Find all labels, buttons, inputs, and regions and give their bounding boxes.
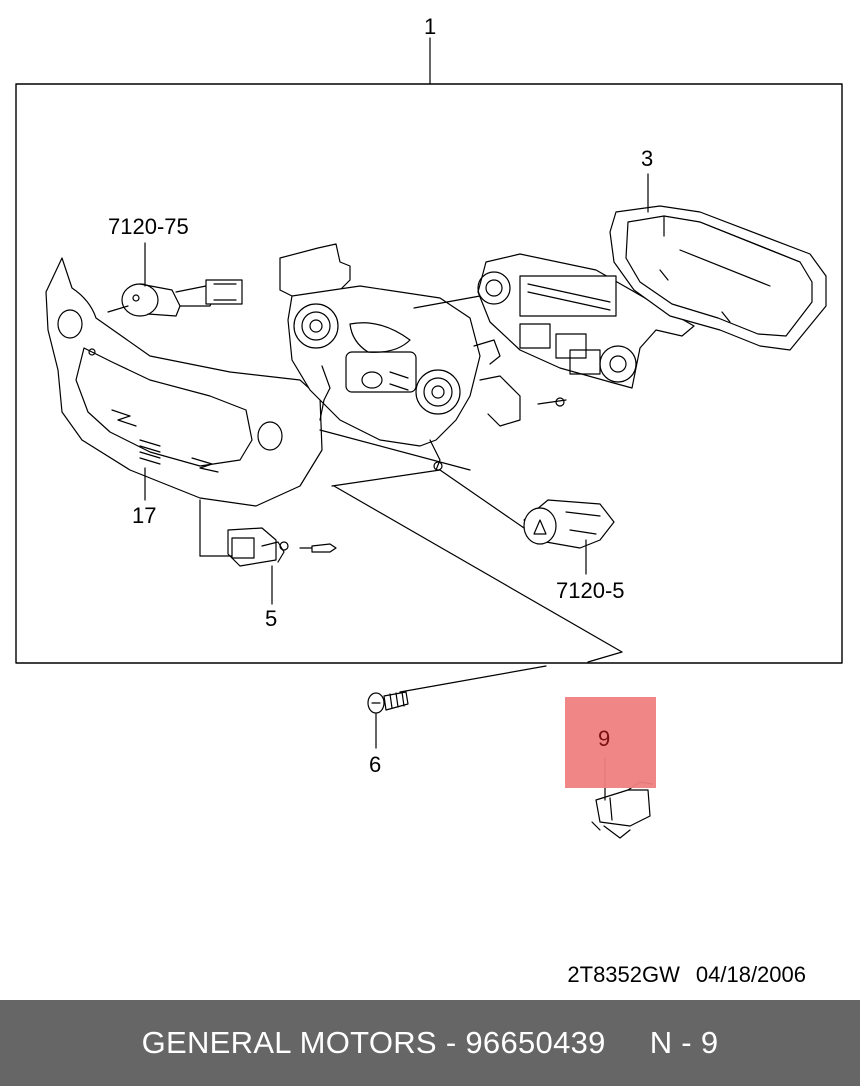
hazard-switch-part-7120-5 bbox=[331, 469, 615, 549]
assembly-frame bbox=[15, 83, 843, 664]
leader-frame-to-6 bbox=[333, 485, 623, 653]
callout-6: 6 bbox=[369, 752, 382, 777]
callout-9: 9 bbox=[598, 726, 611, 751]
drawing-code: 2T8352GW bbox=[567, 962, 680, 987]
footer-separator: - bbox=[445, 1025, 457, 1060]
footer-brand: GENERAL MOTORS bbox=[141, 1025, 437, 1060]
circuit-board-assembly bbox=[477, 253, 695, 389]
drawing-date: 04/18/2006 bbox=[695, 962, 806, 987]
callout-1: 1 bbox=[424, 14, 437, 39]
callout-5: 5 bbox=[265, 606, 278, 631]
drawing-code-line: 2T8352GW 04/18/2006 bbox=[567, 962, 806, 988]
footer-part-number: 96650439 bbox=[465, 1025, 606, 1060]
footer-ref: N - 9 bbox=[649, 1025, 719, 1060]
connector-part-5 bbox=[199, 499, 337, 567]
screw-part-6 bbox=[367, 691, 409, 714]
control-panel-main bbox=[279, 243, 567, 471]
switch-part-7120-75 bbox=[107, 279, 243, 317]
housing-part-3 bbox=[609, 205, 827, 351]
parts-diagram bbox=[15, 37, 843, 839]
trim-bezel-part-17 bbox=[45, 257, 471, 507]
callout-3: 3 bbox=[641, 146, 654, 171]
socket-part-9 bbox=[591, 781, 653, 839]
highlight-part-9 bbox=[565, 697, 656, 788]
callout-7120-5: 7120-5 bbox=[556, 578, 625, 603]
callout-7120-75: 7120-75 bbox=[108, 214, 189, 239]
footer-bar: GENERAL MOTORS - 96650439 N - 9 bbox=[0, 1000, 860, 1086]
callout-17: 17 bbox=[132, 503, 157, 528]
